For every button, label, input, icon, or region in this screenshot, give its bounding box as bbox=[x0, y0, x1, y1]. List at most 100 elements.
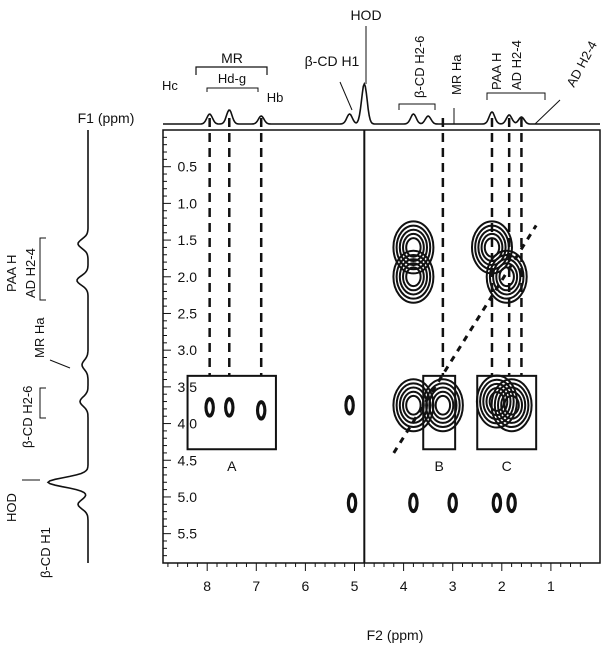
diagonal-line bbox=[392, 224, 538, 454]
top-bracket-mr bbox=[195, 66, 268, 75]
cross-peak-contour bbox=[493, 382, 530, 429]
x-axis-label: F2 (ppm) bbox=[367, 627, 424, 643]
top-leader-cd-h1 bbox=[339, 81, 353, 111]
cross-peak-contour bbox=[425, 382, 461, 429]
y-axis-label: F1 (ppm) bbox=[78, 110, 135, 126]
left-leader-mr-ha bbox=[49, 359, 71, 369]
x-tick-label: 3 bbox=[449, 578, 457, 594]
top-leader-ad-right bbox=[534, 99, 561, 125]
left-annotations: PAA H AD H2-4 MR Ha β-CD H2-6 HOD β-CD H… bbox=[4, 237, 71, 578]
cross-peak-contour bbox=[431, 390, 455, 420]
region-label: A bbox=[227, 458, 237, 474]
top-label-hb: Hb bbox=[267, 90, 284, 105]
cross-peak-contour bbox=[205, 398, 215, 417]
top-label-mr-ha: MR Ha bbox=[449, 54, 464, 95]
x-axis-ticks: 8 7 6 5 4 3 2 1 bbox=[167, 563, 581, 594]
x-tick-label: 7 bbox=[252, 578, 260, 594]
cross-peak-contour bbox=[488, 253, 525, 300]
cross-peak-contour bbox=[492, 494, 502, 512]
x-tick-label: 2 bbox=[498, 578, 506, 594]
top-label-hod: HOD bbox=[350, 7, 381, 23]
plot-frame bbox=[162, 129, 601, 564]
cross-peak-contour bbox=[428, 386, 458, 424]
cross-peak-contour bbox=[482, 382, 512, 421]
left-label-hod: HOD bbox=[4, 493, 19, 522]
left-spectrum-trace bbox=[46, 130, 89, 563]
region-label: B bbox=[435, 458, 444, 474]
x-tick-label: 6 bbox=[301, 578, 309, 594]
top-label-paa-h: PAA H bbox=[489, 53, 504, 90]
cross-peaks-layer bbox=[204, 220, 533, 514]
cross-peak-contour bbox=[448, 494, 458, 512]
region-label: C bbox=[502, 458, 512, 474]
top-label-ad-h24: AD H2-4 bbox=[509, 40, 524, 90]
top-spectrum-trace bbox=[163, 81, 600, 125]
left-1d-projection bbox=[46, 130, 89, 563]
y-tick-label: 4.0 bbox=[178, 416, 198, 432]
y-tick-label: 1.5 bbox=[178, 232, 198, 248]
cross-peak-contour bbox=[507, 494, 517, 512]
top-label-hdg: Hd-g bbox=[218, 71, 246, 86]
y-tick-label: 1.0 bbox=[178, 195, 198, 211]
left-label-mr-ha: MR Ha bbox=[32, 317, 47, 358]
left-label-ad-h24: AD H2-4 bbox=[23, 248, 38, 298]
cross-peak-contour bbox=[398, 228, 429, 267]
cross-peak-contour bbox=[405, 237, 422, 258]
cross-peak-contour bbox=[395, 253, 432, 300]
left-bracket-cd bbox=[39, 387, 46, 419]
cross-peak-contour bbox=[405, 266, 422, 288]
cross-peak-contour bbox=[503, 394, 520, 416]
left-label-paa-h: PAA H bbox=[4, 255, 19, 292]
region-box bbox=[476, 374, 538, 451]
x-tick-label: 8 bbox=[203, 578, 211, 594]
cross-peak-contour bbox=[500, 390, 524, 420]
top-bracket-paa bbox=[486, 92, 546, 100]
cross-peak-contour bbox=[395, 224, 432, 271]
top-label-hc: Hc bbox=[162, 78, 178, 93]
cross-peak-contour bbox=[398, 258, 429, 296]
top-label-cd-h26: β-CD H2-6 bbox=[412, 36, 427, 98]
cross-peak-contour bbox=[495, 262, 519, 292]
cross-peak-contour bbox=[497, 386, 527, 424]
region-box bbox=[186, 374, 277, 451]
left-label-cd-h1: β-CD H1 bbox=[38, 527, 53, 578]
left-label-cd-h26: β-CD H2-6 bbox=[20, 386, 35, 448]
cross-peak-contour bbox=[434, 394, 452, 416]
cross-peak-contour bbox=[224, 398, 234, 417]
y-axis-ticks: 0.5 1.0 1.5 2.0 2.5 3.0 3.5 4.0 4.5 5.0 5.5 bbox=[163, 136, 198, 557]
cross-peak-contour bbox=[474, 224, 510, 271]
top-bracket-hdg bbox=[206, 87, 259, 92]
cross-peak-contour bbox=[347, 494, 357, 512]
cross-peak-contour bbox=[485, 249, 528, 304]
y-tick-label: 2.0 bbox=[178, 269, 198, 285]
y-tick-label: 5.5 bbox=[178, 526, 198, 542]
y-tick-label: 3.0 bbox=[178, 342, 198, 358]
top-label-cd-h1: β-CD H1 bbox=[305, 53, 360, 69]
x-tick-label: 4 bbox=[400, 578, 408, 594]
cross-peak-contour bbox=[408, 494, 419, 512]
y-tick-label: 5.0 bbox=[178, 489, 198, 505]
left-bracket-paa bbox=[39, 237, 46, 301]
region-box bbox=[422, 374, 457, 451]
reference-lines-layer bbox=[208, 118, 538, 563]
cross-peak-contour bbox=[498, 266, 515, 288]
cross-peak-contour bbox=[405, 394, 422, 416]
top-label-mr: MR bbox=[221, 50, 243, 66]
cross-peak-contour bbox=[344, 396, 355, 415]
top-label-ad-h24-right: AD H2-4 bbox=[563, 38, 600, 89]
y-tick-label: 4.5 bbox=[178, 452, 198, 468]
top-annotations: MR Hc Hd-g Hb β-CD H1 HOD β-CD H2-6 MR H… bbox=[162, 7, 600, 125]
y-tick-label: 3.5 bbox=[178, 379, 198, 395]
cross-peak-contour bbox=[392, 220, 435, 275]
x-tick-label: 5 bbox=[351, 578, 359, 594]
cross-peak-contour bbox=[392, 249, 435, 304]
x-tick-label: 1 bbox=[547, 578, 555, 594]
y-tick-label: 2.5 bbox=[178, 305, 198, 321]
cross-peak-contour bbox=[402, 262, 425, 292]
region-boxes-layer: A B C bbox=[186, 374, 538, 474]
cross-peak-contour bbox=[256, 401, 266, 420]
top-bracket-cd-h26 bbox=[398, 103, 436, 110]
y-tick-label: 0.5 bbox=[178, 159, 198, 175]
cross-peak-contour bbox=[490, 378, 533, 433]
